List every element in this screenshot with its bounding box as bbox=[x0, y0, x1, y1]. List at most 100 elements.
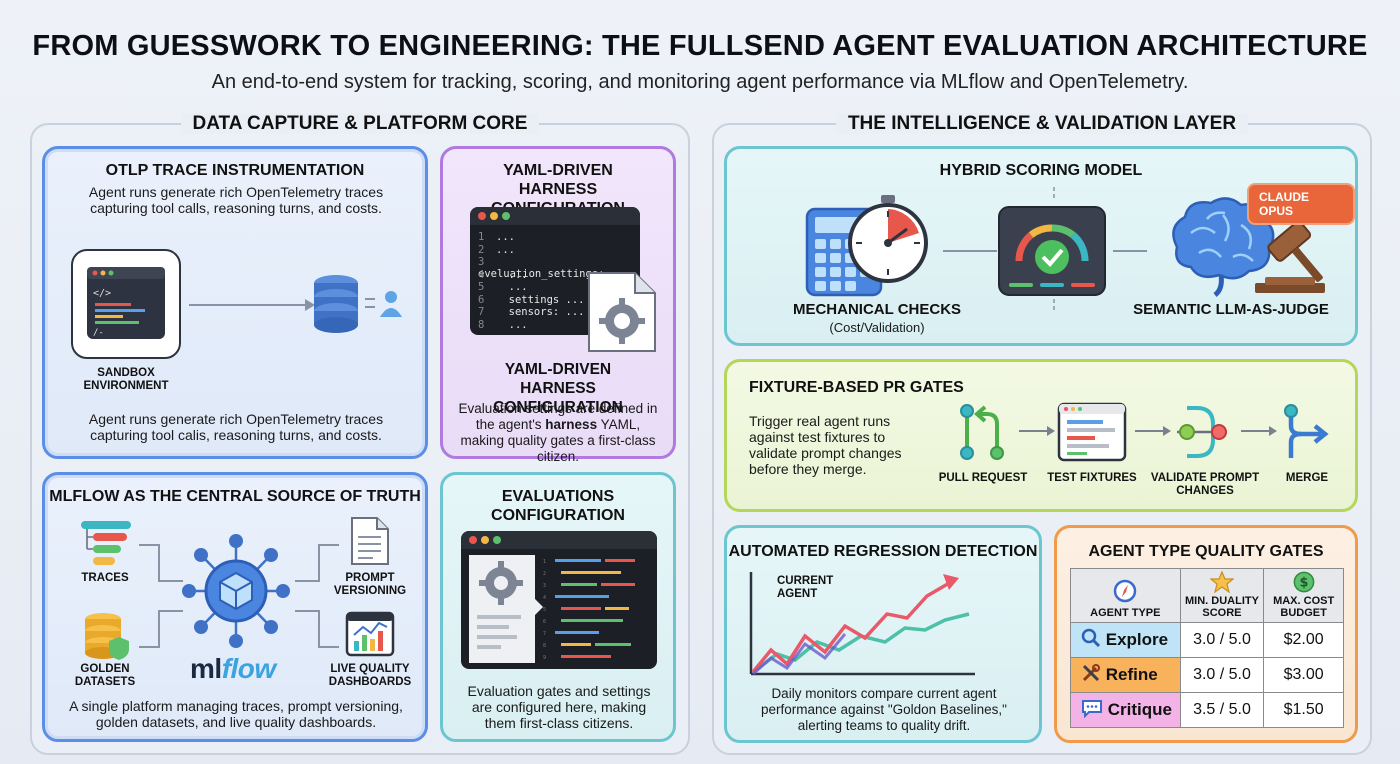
mlflow-hub-icon bbox=[182, 534, 290, 648]
otlp-text-bottom: Agent runs generate rich OpenTelemetry t… bbox=[88, 411, 384, 443]
tools-icon bbox=[1081, 663, 1101, 688]
agent-name: Explore bbox=[1105, 629, 1169, 649]
mechanical-checks-sub: (Cost/Validation) bbox=[829, 320, 925, 335]
yaml-text-bold: harness bbox=[545, 417, 598, 432]
svg-text:</>: </> bbox=[93, 288, 111, 299]
regression-card: AUTOMATED REGRESSION DETECTION CURRENT A… bbox=[724, 525, 1042, 743]
score-cell: 3.5 / 5.0 bbox=[1179, 692, 1265, 728]
arrow-icon bbox=[1241, 426, 1277, 436]
pr-gates-card: FIXTURE-BASED PR GATES Trigger real agen… bbox=[724, 359, 1358, 512]
svg-text:5: 5 bbox=[543, 607, 546, 613]
svg-text:1: 1 bbox=[543, 559, 546, 565]
code-text: ... bbox=[496, 243, 515, 256]
sandbox-icon: </> /- bbox=[71, 249, 181, 359]
golden-datasets-label: GOLDEN DATASETS bbox=[74, 663, 136, 688]
current-agent-series-line-shadow bbox=[752, 633, 847, 676]
connector-lines-right bbox=[295, 544, 339, 648]
svg-text:4: 4 bbox=[543, 595, 546, 601]
header-max-cost-label: MAX. COST BUDGET bbox=[1273, 595, 1335, 619]
header-min-score: MIN. DUALITY SCORE bbox=[1179, 568, 1265, 623]
yaml-title-bottom: YAML-DRIVEN HARNESS CONFIGURATION bbox=[493, 361, 623, 416]
code-line: 6 settings ... bbox=[478, 294, 585, 306]
score-cell: 3.0 / 5.0 bbox=[1179, 622, 1265, 658]
code-line: 8 ... bbox=[478, 319, 528, 331]
pr-gates-text: Trigger real agent runs against test fix… bbox=[749, 413, 902, 477]
cost-cell: $1.50 bbox=[1263, 692, 1344, 728]
validate-prompt-icon bbox=[1177, 406, 1227, 458]
svg-text:6: 6 bbox=[543, 619, 546, 625]
test-fixtures-icon bbox=[1057, 402, 1127, 462]
mlflow-logo-ml: ml bbox=[190, 653, 222, 684]
prompt-versioning-label: PROMPT VERSIONING bbox=[333, 572, 407, 597]
hybrid-title: HYBRID SCORING MODEL bbox=[939, 162, 1143, 179]
arrow-icon bbox=[1135, 426, 1171, 436]
calculator-stopwatch-icon bbox=[805, 195, 928, 297]
line-number: 3 bbox=[478, 256, 485, 268]
document-gear-icon bbox=[588, 272, 656, 352]
line-number: 4 bbox=[478, 268, 485, 281]
table-row: Critique 3.5 / 5.0 $1.50 bbox=[1070, 692, 1344, 728]
cost-cell: $2.00 bbox=[1263, 622, 1344, 658]
database-icon bbox=[314, 275, 358, 333]
agent-name: Critique bbox=[1107, 699, 1172, 719]
dashboard-icon bbox=[345, 611, 395, 657]
code-text: settings ... bbox=[496, 293, 585, 306]
gauge-check-icon bbox=[998, 206, 1106, 296]
quality-gates-title: AGENT TYPE QUALITY GATES bbox=[1088, 543, 1324, 560]
yaml-description: Evaluation settings are defined in the a… bbox=[453, 401, 663, 465]
magnifier-icon bbox=[1081, 628, 1101, 653]
regression-title: AUTOMATED REGRESSION DETECTION bbox=[728, 543, 1038, 560]
yaml-text-a: Evaluation settings are defined in the a… bbox=[458, 401, 658, 432]
arrow-icon bbox=[1019, 426, 1055, 436]
quality-gates-table: AGENT TYPE MIN. DUALITY SCORE $ MAX. COS… bbox=[1070, 568, 1344, 728]
otlp-text-top: Agent runs generate rich OpenTelemetry t… bbox=[88, 184, 384, 216]
header-max-cost: $ MAX. COST BUDGET bbox=[1263, 568, 1344, 623]
current-agent-arrow-head bbox=[943, 574, 959, 590]
page-title: FROM GUESSWORK TO ENGINEERING: THE FULLS… bbox=[32, 30, 1368, 62]
agent-cell: Critique bbox=[1070, 692, 1181, 728]
code-text: sensors: ... bbox=[496, 306, 585, 318]
regression-text: Daily monitors compare current agent per… bbox=[761, 686, 1007, 733]
claude-opus-badge: CLAUDE OPUS bbox=[1247, 183, 1355, 225]
otlp-title: OTLP TRACE INSTRUMENTATION bbox=[105, 162, 365, 179]
svg-text:8: 8 bbox=[543, 643, 546, 649]
line-number: 1 bbox=[478, 231, 485, 243]
code-text: ... bbox=[496, 268, 528, 281]
line-number: 2 bbox=[478, 243, 485, 256]
left-section-title: DATA CAPTURE & PLATFORM CORE bbox=[180, 113, 540, 134]
code-line: 7 sensors: ... bbox=[478, 306, 585, 318]
svg-text:3: 3 bbox=[543, 583, 546, 589]
otlp-card: OTLP TRACE INSTRUMENTATION Agent runs ge… bbox=[42, 146, 428, 459]
line-number: 5 bbox=[478, 281, 485, 293]
prompt-document-icon bbox=[351, 517, 389, 565]
dollar-coin-icon: $ bbox=[1293, 571, 1314, 593]
code-line: 1... bbox=[478, 231, 515, 243]
semantic-judge-label: SEMANTIC LLM-AS-JUDGE bbox=[1133, 301, 1329, 318]
agent-cell: Explore bbox=[1070, 622, 1181, 658]
mlflow-logo-flow: flow bbox=[221, 653, 277, 684]
code-text: ... bbox=[496, 281, 528, 293]
compass-icon bbox=[1114, 579, 1137, 603]
golden-datasets-icon bbox=[85, 613, 129, 660]
line-number: 7 bbox=[478, 306, 485, 318]
traces-label: TRACES bbox=[81, 572, 129, 584]
agent-cell: Refine bbox=[1070, 657, 1181, 693]
mlflow-title: MLFLOW AS THE CENTRAL SOURCE OF TRUTH bbox=[49, 488, 421, 505]
code-text: ... bbox=[496, 231, 515, 243]
code-text: ... bbox=[496, 318, 528, 331]
line-number: 8 bbox=[478, 318, 485, 331]
pr-step-pull-request: PULL REQUEST bbox=[938, 472, 1028, 484]
yaml-text-b: YAML, making quality gates a first-class… bbox=[460, 417, 656, 464]
evaluations-text: Evaluation gates and settings are config… bbox=[467, 683, 651, 731]
svg-text:$: $ bbox=[1299, 576, 1308, 591]
evaluations-title: EVALUATIONS CONFIGURATION bbox=[491, 488, 625, 524]
svg-text:7: 7 bbox=[543, 631, 546, 637]
regression-chart bbox=[749, 572, 975, 676]
svg-text:/-: /- bbox=[93, 328, 104, 338]
mlflow-text: A single platform managing traces, promp… bbox=[69, 698, 403, 730]
yaml-harness-card: YAML-DRIVEN HARNESS CONFIGURATION 1...2.… bbox=[440, 146, 676, 464]
pr-step-validate: VALIDATE PROMPT CHANGES bbox=[1150, 472, 1260, 497]
svg-text:9: 9 bbox=[543, 655, 546, 661]
